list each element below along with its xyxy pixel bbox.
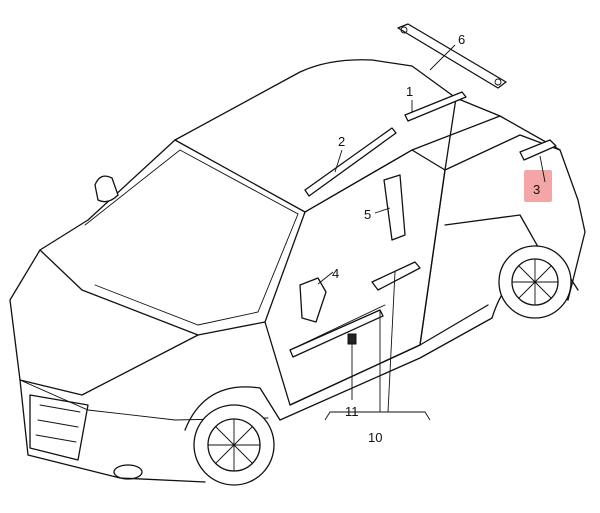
callout-11-label: 11 bbox=[345, 404, 359, 419]
part-5-pillar-trim bbox=[383, 174, 406, 241]
part-6-roof-strip bbox=[397, 23, 507, 89]
callout-3-highlight bbox=[524, 170, 552, 202]
car-body bbox=[9, 59, 586, 486]
part-1-roof-molding bbox=[404, 91, 467, 122]
leader-lines bbox=[317, 44, 546, 421]
callout-2-label: 2 bbox=[338, 134, 345, 149]
part-10-sill-trim bbox=[289, 261, 421, 358]
callout-10-label: 10 bbox=[368, 430, 382, 445]
callout-1-label: 1 bbox=[406, 84, 413, 99]
callout-5-label: 5 bbox=[364, 207, 371, 222]
callout-4-label: 4 bbox=[332, 266, 339, 281]
part-2-roof-rail-strip bbox=[304, 127, 397, 197]
part-4-door-seal bbox=[299, 277, 327, 323]
part-11-clip bbox=[347, 333, 357, 345]
part-3-rear-spoiler-trim bbox=[519, 139, 557, 161]
callout-6-label: 6 bbox=[458, 32, 465, 47]
callout-3-label: 3 bbox=[533, 182, 540, 197]
